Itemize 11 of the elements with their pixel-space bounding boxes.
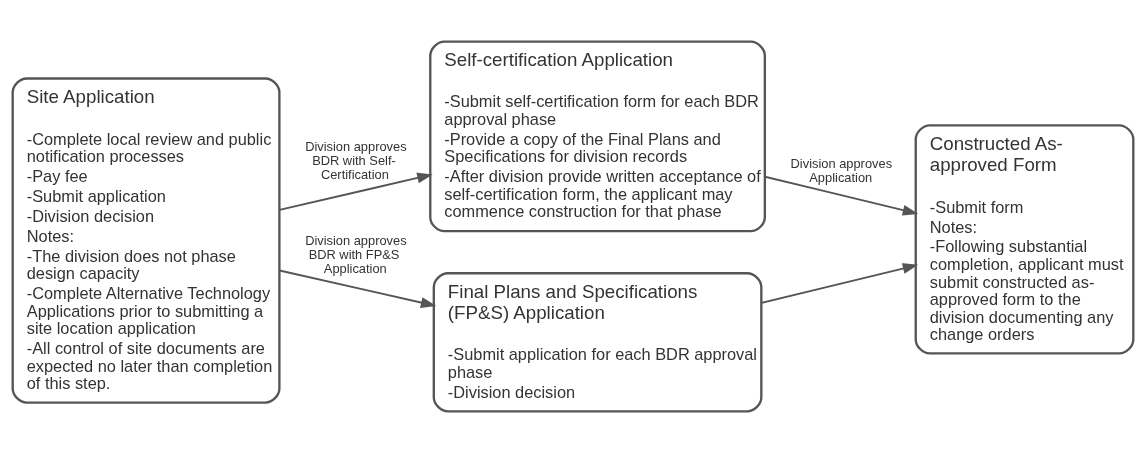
arrow	[278, 269, 437, 308]
arrow	[278, 172, 433, 211]
node-box: Site Application -Complete local review and public notification processes -Pay fee -Submit application -Division decision Notes: -The division does not phase design capacity -Complete Alternative Technology Applications prior to submitting a site location application -All control of site documents are expected no later than completion of this step.	[11, 76, 281, 404]
arrow	[764, 175, 919, 215]
node-box: Final Plans and Specifications (FP&S) Application -Submit application for each BDR approval phase -Division decision	[432, 271, 763, 412]
node-box: Constructed As-approved Form -Submit form Notes: -Following substantial completion, applicant must submit constructed as-approved form to the division documenting any change orders	[914, 123, 1135, 355]
edge-label: Division approves BDR with FP&S Application	[305, 232, 407, 276]
node-box: Self-certification Application -Submit self-certification form for each BDR approval phase -Provide a copy of the Final Plans and Specifications for division records -After division provide written acceptance of self-certification form, the applicant may commence construction for that phase	[429, 40, 766, 232]
edge-label: Division approves Application	[790, 155, 893, 185]
arrow	[760, 262, 919, 304]
edge-label: Division approves BDR with Self-Certification	[305, 138, 407, 182]
